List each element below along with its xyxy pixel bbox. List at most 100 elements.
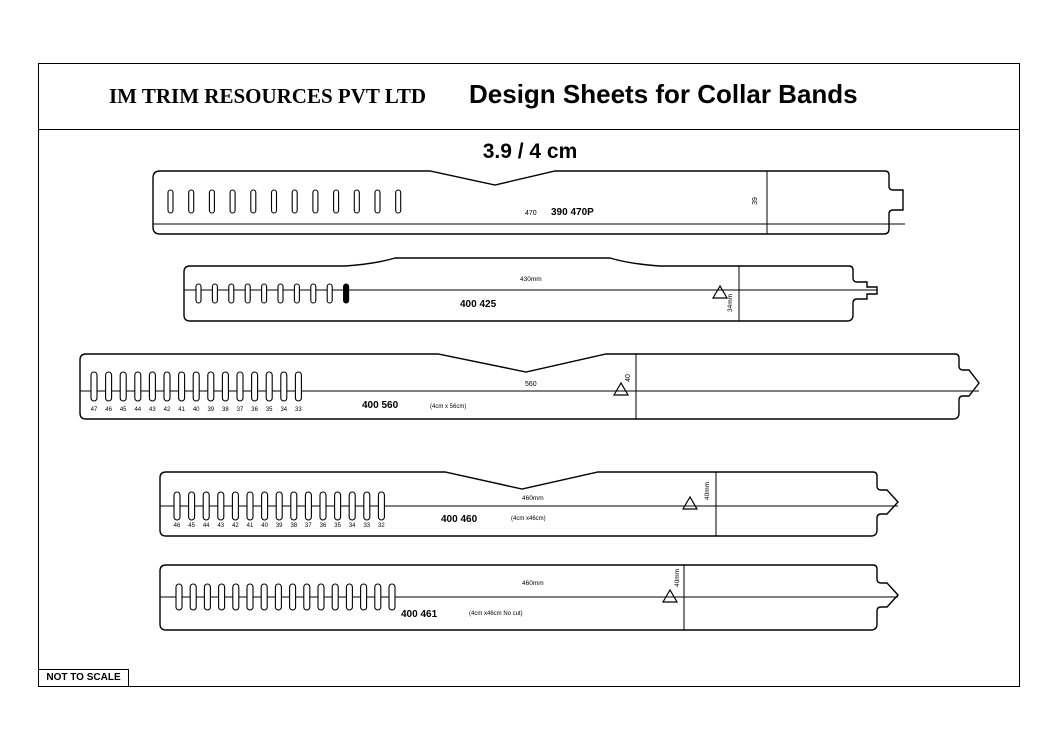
slot-hole bbox=[312, 189, 319, 214]
sheet-header: IM TRIM RESOURCES PVT LTD Design Sheets … bbox=[39, 64, 1019, 130]
slot-hole bbox=[280, 371, 288, 402]
slot-number: 43 bbox=[149, 407, 156, 413]
slot-number: 37 bbox=[305, 523, 312, 529]
band-length-label: 460mm bbox=[522, 580, 544, 587]
slot-number: 45 bbox=[120, 407, 127, 413]
band-length-label: 460mm bbox=[522, 495, 544, 502]
slot-hole bbox=[260, 583, 268, 611]
band-width-label: 40mm bbox=[674, 569, 681, 587]
slot-hole bbox=[289, 583, 297, 611]
slot-hole bbox=[167, 189, 174, 214]
slot-number: 38 bbox=[290, 523, 297, 529]
slot-hole bbox=[303, 583, 311, 611]
slot-number: 42 bbox=[164, 407, 171, 413]
slot-group bbox=[90, 371, 302, 402]
slot-hole bbox=[261, 491, 269, 521]
slot-hole bbox=[345, 583, 353, 611]
slot-hole bbox=[175, 583, 183, 611]
slot-group bbox=[175, 583, 396, 611]
slot-number: 44 bbox=[134, 407, 141, 413]
band-spec: (4cm x 56cm) bbox=[430, 404, 466, 410]
slot-hole bbox=[277, 283, 284, 304]
band-width-label: 40mm bbox=[704, 482, 711, 500]
slot-number: 46 bbox=[105, 407, 112, 413]
slot-hole bbox=[119, 371, 127, 402]
slot-hole bbox=[90, 371, 98, 402]
slot-number: 33 bbox=[295, 407, 302, 413]
slot-hole bbox=[319, 491, 327, 521]
slot-hole bbox=[232, 583, 240, 611]
slot-number: 33 bbox=[363, 523, 370, 529]
band-width-label: 40 bbox=[625, 374, 632, 382]
slot-hole bbox=[207, 371, 215, 402]
slot-number: 41 bbox=[247, 523, 254, 529]
slot-group bbox=[195, 283, 350, 304]
slot-hole bbox=[291, 189, 298, 214]
slot-hole bbox=[148, 371, 156, 402]
slot-hole bbox=[105, 371, 113, 402]
slot-hole bbox=[251, 371, 259, 402]
slot-hole bbox=[246, 491, 254, 521]
slot-hole bbox=[363, 491, 371, 521]
slot-number: 47 bbox=[91, 407, 98, 413]
slot-hole bbox=[195, 283, 202, 304]
slot-hole bbox=[343, 283, 350, 304]
slot-hole bbox=[192, 371, 200, 402]
slot-hole bbox=[188, 491, 196, 521]
slot-number: 32 bbox=[378, 523, 385, 529]
slot-hole bbox=[353, 189, 360, 214]
slot-number: 35 bbox=[334, 523, 341, 529]
band-code: 400 425 bbox=[460, 299, 497, 310]
slot-number: 34 bbox=[280, 407, 287, 413]
slot-number: 37 bbox=[237, 407, 244, 413]
recycle-icon bbox=[612, 381, 630, 396]
band-width-label: 39 bbox=[752, 197, 759, 205]
slot-hole bbox=[274, 583, 282, 611]
slot-hole bbox=[374, 583, 382, 611]
band-code: 400 461 bbox=[401, 609, 438, 620]
slot-hole bbox=[293, 283, 300, 304]
size-caption: 3.9 / 4 cm bbox=[482, 140, 578, 163]
band-5: 460mm 400 461 (4cm x46cm No cut) 40mm bbox=[159, 564, 899, 631]
slot-hole bbox=[348, 491, 356, 521]
band-outline bbox=[152, 170, 904, 235]
band-outline bbox=[159, 471, 899, 537]
recycle-icon bbox=[681, 495, 699, 510]
band-2: 430mm 400 425 34mm bbox=[183, 257, 878, 322]
slot-hole bbox=[294, 371, 302, 402]
slot-hole bbox=[275, 491, 283, 521]
slot-hole bbox=[270, 189, 278, 214]
slot-hole bbox=[246, 583, 254, 611]
slot-hole bbox=[236, 371, 244, 402]
slot-hole bbox=[173, 491, 181, 521]
recycle-icon bbox=[661, 588, 679, 603]
slot-hole bbox=[326, 283, 333, 304]
slot-hole bbox=[217, 491, 225, 521]
slot-number: 35 bbox=[266, 407, 273, 413]
slot-hole bbox=[203, 583, 211, 611]
slot-hole bbox=[377, 491, 385, 521]
band-length-label: 430mm bbox=[520, 276, 542, 283]
band-outline bbox=[79, 353, 980, 420]
slot-hole bbox=[189, 583, 197, 611]
slot-hole bbox=[231, 491, 239, 521]
slot-hole bbox=[261, 283, 268, 304]
design-sheet: IM TRIM RESOURCES PVT LTD Design Sheets … bbox=[38, 63, 1020, 687]
slot-hole bbox=[202, 491, 210, 521]
slot-number: 34 bbox=[349, 523, 356, 529]
slot-group bbox=[173, 491, 385, 521]
band-1: 470 390 470P 39 bbox=[152, 170, 905, 235]
slot-hole bbox=[334, 491, 342, 521]
slot-number: 41 bbox=[178, 407, 185, 413]
slot-hole bbox=[211, 283, 218, 304]
band-spec: (4cm x46cm) bbox=[511, 516, 546, 522]
slot-hole bbox=[310, 283, 317, 304]
slot-number: 38 bbox=[222, 407, 229, 413]
slot-hole bbox=[304, 491, 312, 521]
band-length-label: 470 bbox=[525, 210, 537, 217]
